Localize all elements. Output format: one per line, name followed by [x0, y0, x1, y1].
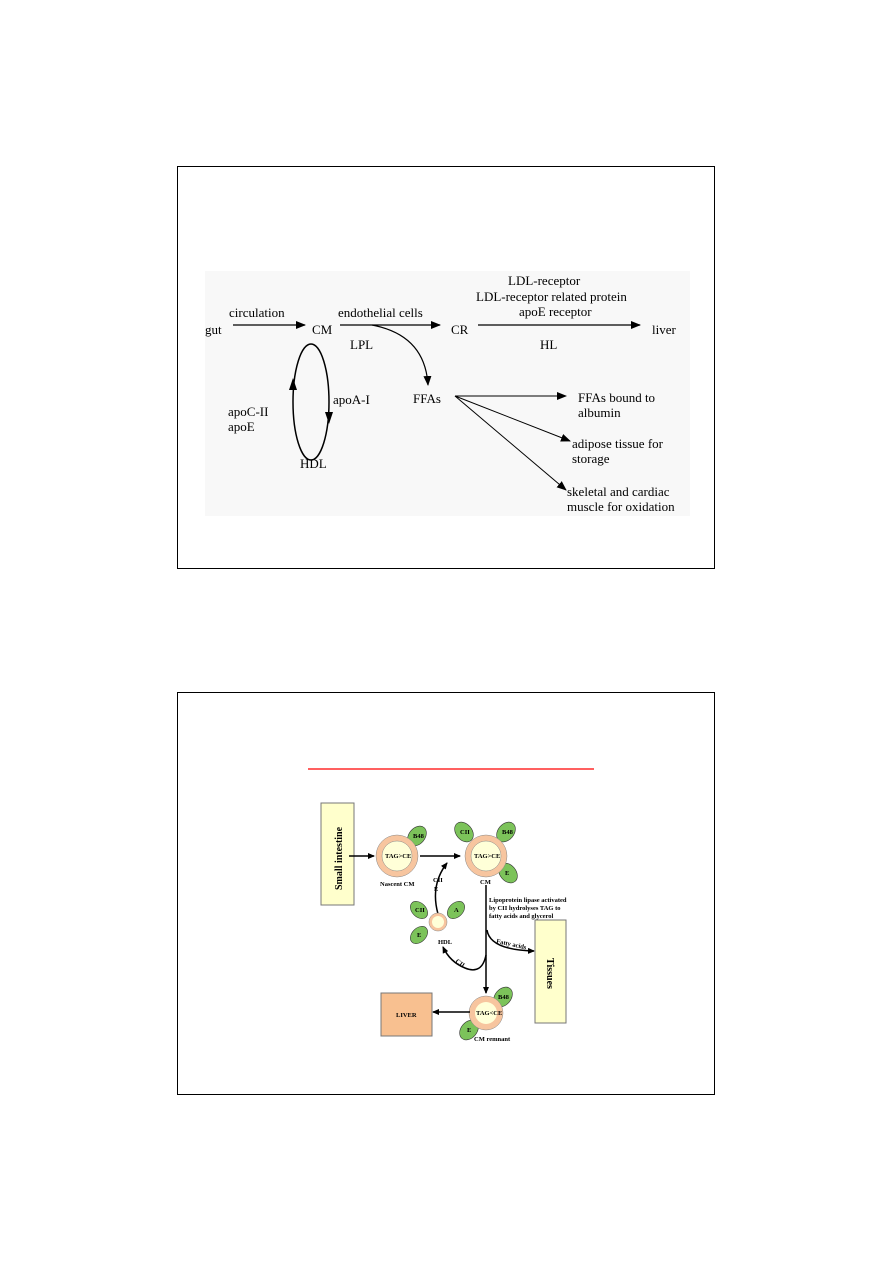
apo-e-hdl [410, 926, 428, 944]
label-cii-return: CII [454, 958, 466, 970]
label-b48-remnant: B48 [498, 994, 510, 1001]
label-a-hdl: A [454, 907, 459, 914]
label-lpl: LPL [350, 337, 373, 352]
chylomicron-metabolism-diagram: Small intestine B48 TAG>CE Nascent CM CI… [320, 802, 567, 1043]
label-nascent-cm: Nascent CM [380, 881, 414, 888]
label-adipose-2: storage [572, 451, 610, 466]
arrow-to-ffas [371, 324, 432, 386]
arrow-cii-return [442, 946, 487, 971]
liver-box [380, 992, 433, 1037]
label-hdl: HDL [300, 456, 327, 471]
label-lpl-note-3: fatty acids and glycerol [489, 913, 554, 920]
apo-cii-hdl [410, 901, 428, 919]
label-circulation: circulation [229, 305, 285, 320]
tissues-box [534, 919, 567, 1024]
arrow-to-adipose [454, 395, 571, 442]
label-cii: CII [460, 829, 470, 836]
label-muscle-2: muscle for oxidation [567, 499, 675, 514]
label-ldl-receptor-related-protein: LDL-receptor related protein [476, 289, 627, 304]
diagram-background [205, 271, 690, 516]
slide-2 [177, 692, 715, 1095]
label-hl: HL [540, 337, 557, 352]
label-ldl-receptor: LDL-receptor [508, 273, 581, 288]
loop-arrow-up [289, 378, 297, 390]
label-albumin-2: albumin [578, 405, 621, 420]
label-tag-gt-ce-cm: TAG>CE [474, 853, 500, 860]
label-liver-2: LIVER [396, 1012, 417, 1019]
label-cm: CM [480, 879, 491, 886]
arrow-to-muscle [454, 395, 567, 491]
apo-exchange-loop [292, 343, 330, 461]
label-e-transfer: E [434, 886, 438, 893]
label-cr: CR [451, 322, 469, 337]
label-cm-remnant: CM remnant [474, 1036, 511, 1043]
label-lpl-note-1: Lipoprotein lipase activated [489, 897, 567, 904]
label-tag-lt-ce: TAG<CE [476, 1010, 502, 1017]
label-endothelial-cells: endothelial cells [338, 305, 423, 320]
label-tag-gt-ce: TAG>CE [385, 853, 411, 860]
loop-arrow-down [325, 412, 333, 424]
apo-a-hdl [447, 901, 465, 919]
label-b48-cm: B48 [502, 829, 514, 836]
arrow-fatty-acids [486, 929, 535, 954]
small-intestine-box [320, 802, 355, 906]
label-hdl-2: HDL [438, 939, 453, 946]
label-cii-hdl: CII [415, 907, 425, 914]
label-gut: gut [205, 322, 222, 337]
arrow-hdl-to-cm [434, 862, 448, 915]
label-cii-transfer: CII [433, 877, 443, 884]
label-apoe-receptor: apoE receptor [519, 304, 592, 319]
label-adipose-1: adipose tissue for [572, 436, 664, 451]
label-ffas: FFAs [413, 391, 441, 406]
label-tissues: Tissues [544, 958, 555, 989]
label-apoa-i: apoA-I [333, 392, 370, 407]
label-e-hdl: E [417, 932, 421, 939]
label-b48: B48 [413, 833, 425, 840]
label-liver: liver [652, 322, 676, 337]
label-cm: CM [312, 322, 333, 337]
chylomicron-pathway-diagram: gut circulation CM apoC-II apoE apoA-I H… [205, 271, 690, 516]
label-small-intestine: Small intestine [334, 826, 345, 890]
label-albumin-1: FFAs bound to [578, 390, 655, 405]
label-lpl-note-2: by CII hydrolyses TAG to [489, 905, 561, 912]
apo-cii-cm [454, 821, 474, 843]
label-muscle-1: skeletal and cardiac [567, 484, 670, 499]
label-e-cm: E [505, 870, 509, 877]
label-e-remnant: E [467, 1027, 471, 1034]
label-apoe: apoE [228, 419, 255, 434]
label-apoc-ii: apoC-II [228, 404, 268, 419]
